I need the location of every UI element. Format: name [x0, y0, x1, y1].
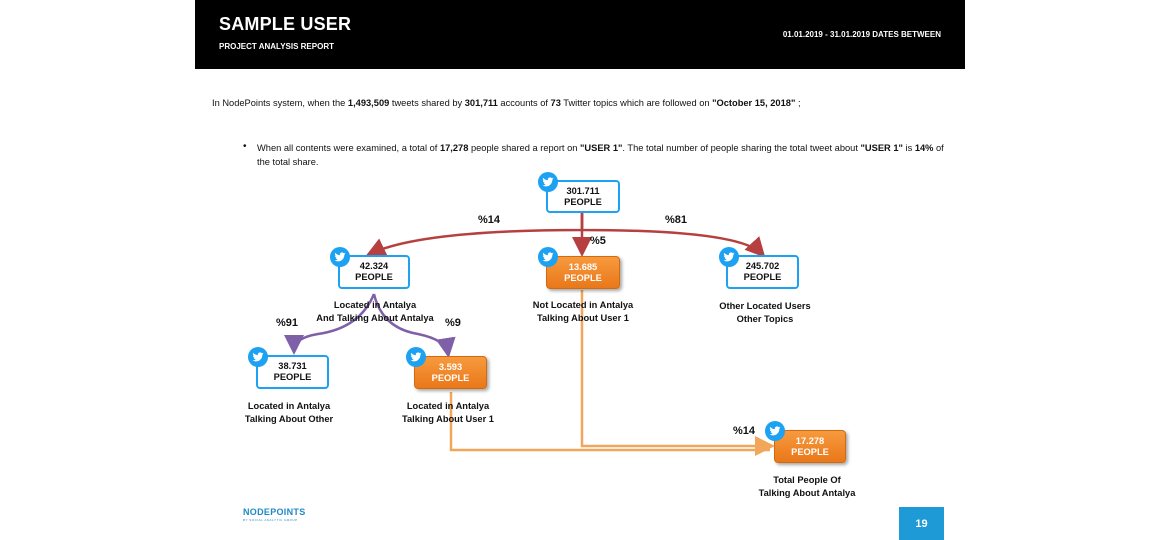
pct-to-other: %81: [665, 214, 688, 226]
arrow-root-to-antalya: [365, 213, 584, 257]
pct-to-antalya-other: %91: [276, 317, 299, 329]
node-total-unit: PEOPLE: [791, 446, 829, 457]
node-antalya-user1-caption: Located in Antalya Talking About User 1: [402, 401, 494, 424]
node-antalya-other-value: 38.731: [278, 361, 307, 371]
pct-to-antalya-user1: %9: [445, 317, 461, 329]
nodepoints-logo: NODEPOINTS BY SOCIAL ANALYTIC GROUP: [243, 507, 306, 522]
node-total: 17.278 PEOPLE: [774, 430, 846, 463]
node-not-antalya-caption: Not Located in Antalya Talking About Use…: [532, 300, 634, 323]
report-header: SAMPLE USER PROJECT ANALYSIS REPORT 01.0…: [195, 0, 965, 69]
bullet-text: When all contents were examined, a total…: [257, 143, 944, 167]
node-antalya-value: 42.324: [359, 261, 389, 271]
node-root-unit: PEOPLE: [564, 196, 602, 207]
report-subtitle: PROJECT ANALYSIS REPORT: [219, 42, 334, 51]
twitter-bird-icon: [719, 247, 739, 267]
node-root-value: 301.711: [566, 185, 600, 196]
line-not-antalya-to-total: [580, 290, 775, 456]
node-antalya-user1-value: 3.593: [438, 361, 463, 372]
arrow-antalya-to-other: [284, 293, 376, 355]
twitter-bird-icon: [406, 347, 426, 367]
arrow-antalya-to-user1: [372, 293, 456, 358]
node-not-antalya-unit: PEOPLE: [564, 272, 602, 283]
node-other-unit: PEOPLE: [743, 272, 782, 282]
twitter-bird-icon: [765, 421, 785, 441]
node-not-antalya: 13.685 PEOPLE: [546, 256, 620, 289]
node-antalya-user1: 3.593 PEOPLE: [414, 356, 487, 389]
node-antalya-caption: Located in Antalya And Talking About Ant…: [316, 300, 434, 323]
node-other-value: 245.702: [745, 261, 780, 271]
pct-to-not-antalya: %5: [590, 235, 606, 247]
line-antalya-user1-to-total: [449, 392, 770, 452]
twitter-bird-icon: [538, 247, 558, 267]
node-antalya-other-unit: PEOPLE: [273, 372, 312, 382]
twitter-bird-icon: [330, 247, 350, 267]
node-other-caption: Other Located Users Other Topics: [719, 301, 811, 324]
node-antalya-unit: PEOPLE: [355, 272, 393, 282]
date-range: 01.01.2019 - 31.01.2019 DATES BETWEEN: [782, 30, 941, 39]
report-title: SAMPLE USER: [219, 14, 352, 34]
node-antalya-other: 38.731 PEOPLE: [256, 355, 329, 389]
node-total-value: 17.278: [795, 435, 825, 446]
node-antalya-user1-unit: PEOPLE: [431, 372, 470, 383]
arrow-root-to-other: [580, 213, 766, 258]
node-not-antalya-value: 13.685: [568, 261, 598, 272]
node-antalya: 42.324 PEOPLE: [338, 255, 410, 289]
intro-text: In NodePoints system, when the 1,493,509…: [212, 98, 801, 108]
node-root: 301.711 PEOPLE: [546, 180, 620, 213]
page-number-badge: 19: [899, 507, 944, 540]
bullet-marker: •: [243, 141, 247, 152]
twitter-bird-icon: [538, 172, 558, 192]
pct-to-total: %14: [733, 425, 756, 437]
node-other: 245.702 PEOPLE: [726, 255, 799, 289]
twitter-bird-icon: [248, 347, 268, 367]
pct-to-antalya: %14: [478, 214, 501, 226]
node-antalya-other-caption: Located in Antalya Talking About Other: [244, 401, 334, 424]
node-total-caption: Total People Of Talking About Antalya: [758, 475, 856, 498]
